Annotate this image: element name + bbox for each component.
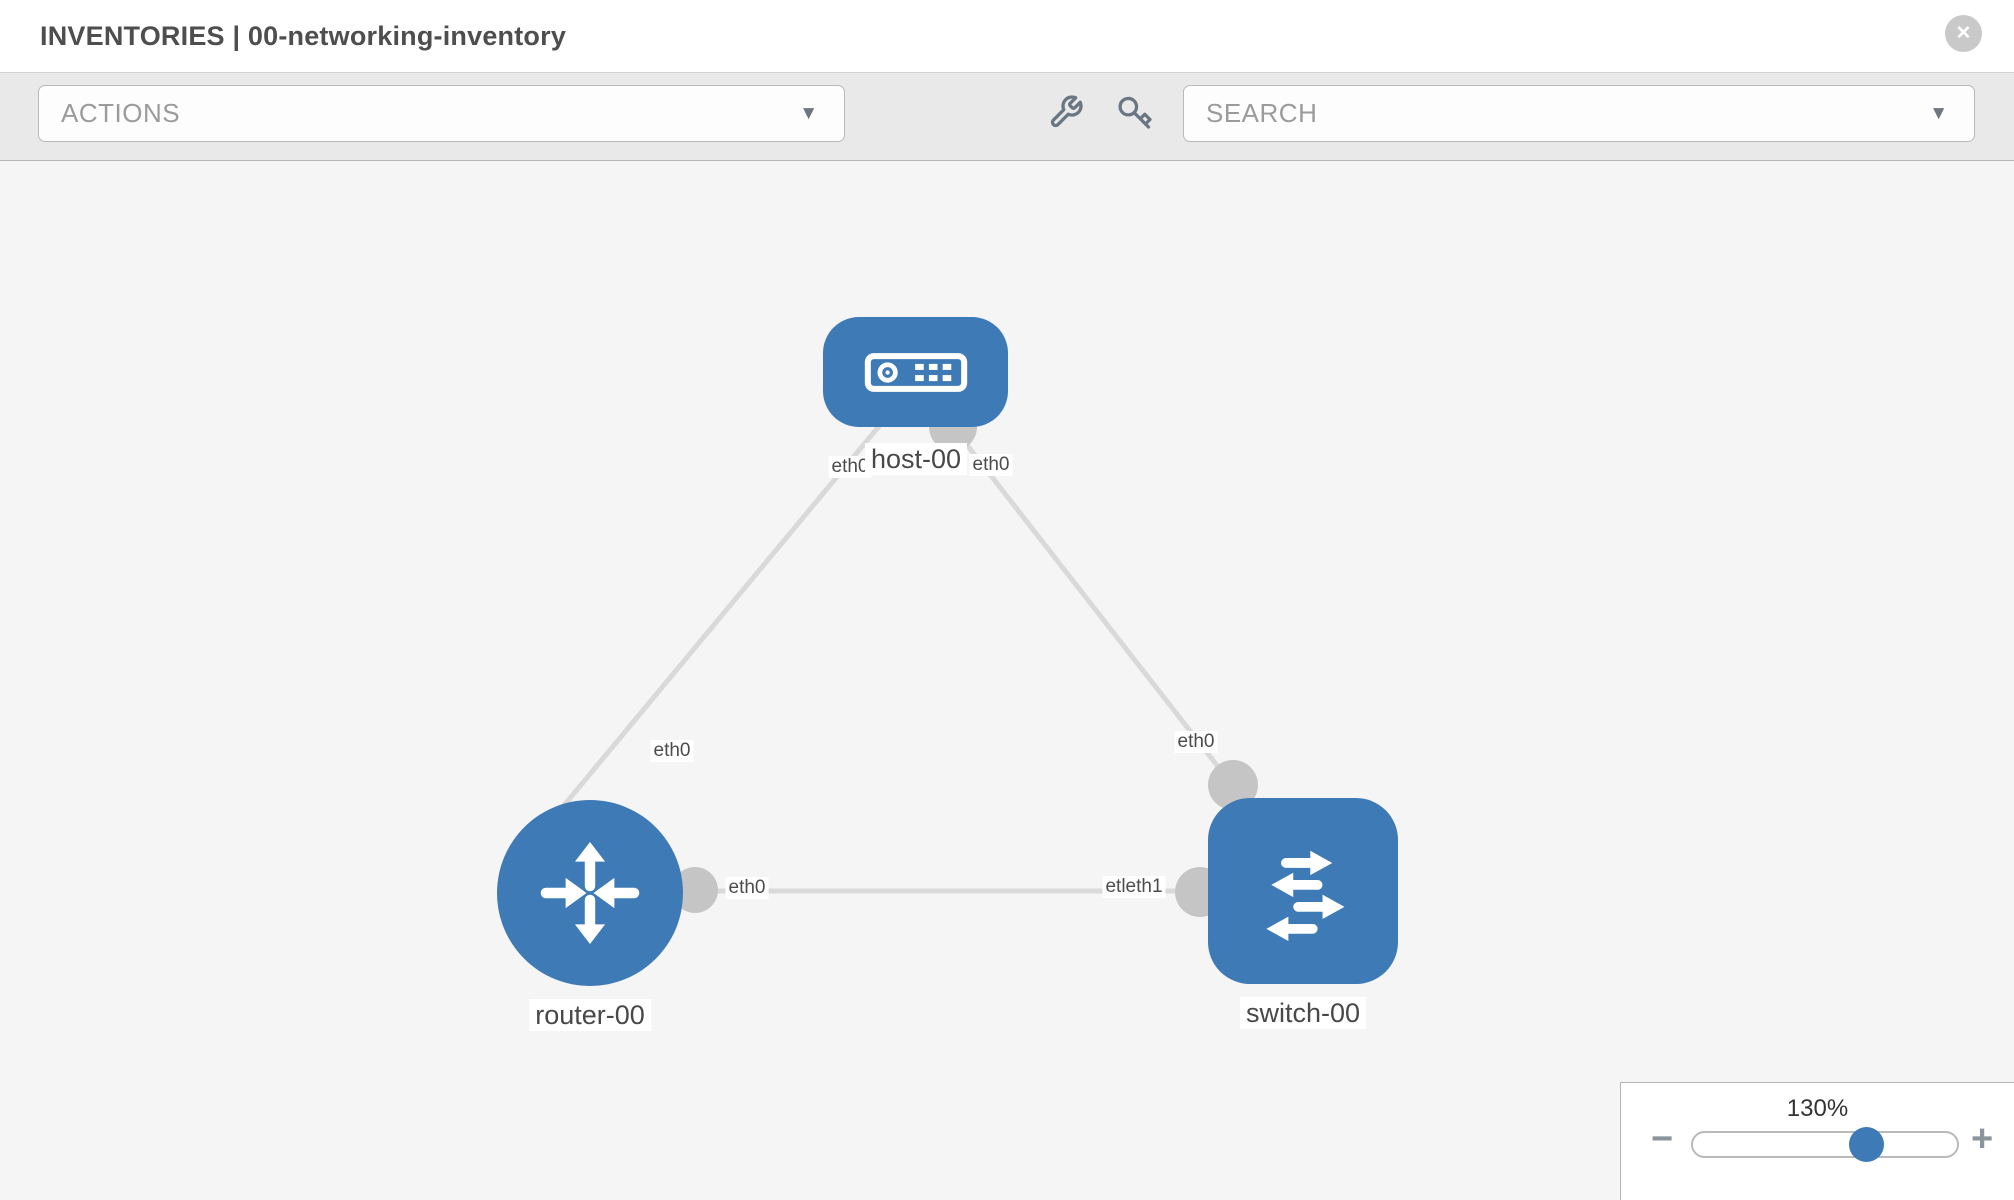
port-router-eth0[interactable]	[672, 867, 718, 913]
node-switch-00[interactable]	[1208, 798, 1398, 984]
zoom-level-value: 130%	[1786, 1095, 1849, 1122]
zoom-in-button[interactable]: +	[1971, 1119, 1993, 1159]
key-icon	[1117, 94, 1153, 133]
plus-icon: +	[1971, 1118, 1994, 1160]
chevron-down-icon: ▼	[799, 102, 818, 124]
actions-dropdown[interactable]: ACTIONS ▼	[38, 85, 845, 142]
if-label-switch-diag-eth0: eth0	[1174, 731, 1218, 753]
minus-icon: −	[1651, 1118, 1674, 1160]
node-label-router-00: router-00	[529, 999, 651, 1031]
close-icon: ✕	[1955, 23, 1972, 44]
actions-dropdown-label: ACTIONS	[61, 98, 181, 128]
router-icon	[532, 835, 648, 951]
chevron-down-icon: ▼	[1929, 102, 1948, 124]
zoom-control-panel: 130% − +	[1620, 1082, 2014, 1200]
zoom-out-button[interactable]: −	[1651, 1119, 1673, 1159]
switch-icon	[1242, 830, 1364, 952]
page-title: INVENTORIES | 00-networking-inventory	[40, 21, 567, 51]
wrench-icon	[1048, 94, 1084, 133]
node-host-00[interactable]	[823, 317, 1008, 427]
zoom-slider[interactable]	[1691, 1127, 1959, 1162]
configure-button[interactable]	[1043, 90, 1089, 136]
close-button[interactable]: ✕	[1945, 15, 1982, 52]
zoom-slider-thumb[interactable]	[1849, 1127, 1884, 1162]
toolbar: ACTIONS ▼ SEARCH ▼	[0, 73, 2014, 161]
header: INVENTORIES | 00-networking-inventory ✕	[0, 0, 2014, 73]
link-host-switch[interactable]	[950, 424, 1236, 789]
credentials-button[interactable]	[1112, 90, 1158, 136]
search-dropdown[interactable]: SEARCH ▼	[1183, 85, 1975, 142]
if-label-router-diag-eth0: eth0	[650, 740, 694, 762]
node-router-00[interactable]	[497, 800, 683, 986]
if-label-host-eth0-left: eth0	[828, 456, 872, 478]
host-icon	[864, 351, 968, 394]
if-label-host-eth0-right: eth0	[969, 454, 1013, 476]
node-label-host-00: host-00	[864, 443, 968, 475]
port-switch-eth0[interactable]	[1208, 760, 1258, 810]
links-layer	[553, 403, 1258, 917]
topology-canvas[interactable]: eth0 eth0 eth0 eth0 eth0 etleth1 host-00…	[0, 161, 2014, 1200]
node-label-switch-00: switch-00	[1239, 997, 1367, 1029]
if-label-switch-horiz-eth1: etleth1	[1102, 876, 1166, 898]
search-placeholder: SEARCH	[1206, 98, 1318, 128]
link-host-router[interactable]	[553, 422, 883, 818]
if-label-router-horiz-eth0: eth0	[725, 877, 769, 899]
